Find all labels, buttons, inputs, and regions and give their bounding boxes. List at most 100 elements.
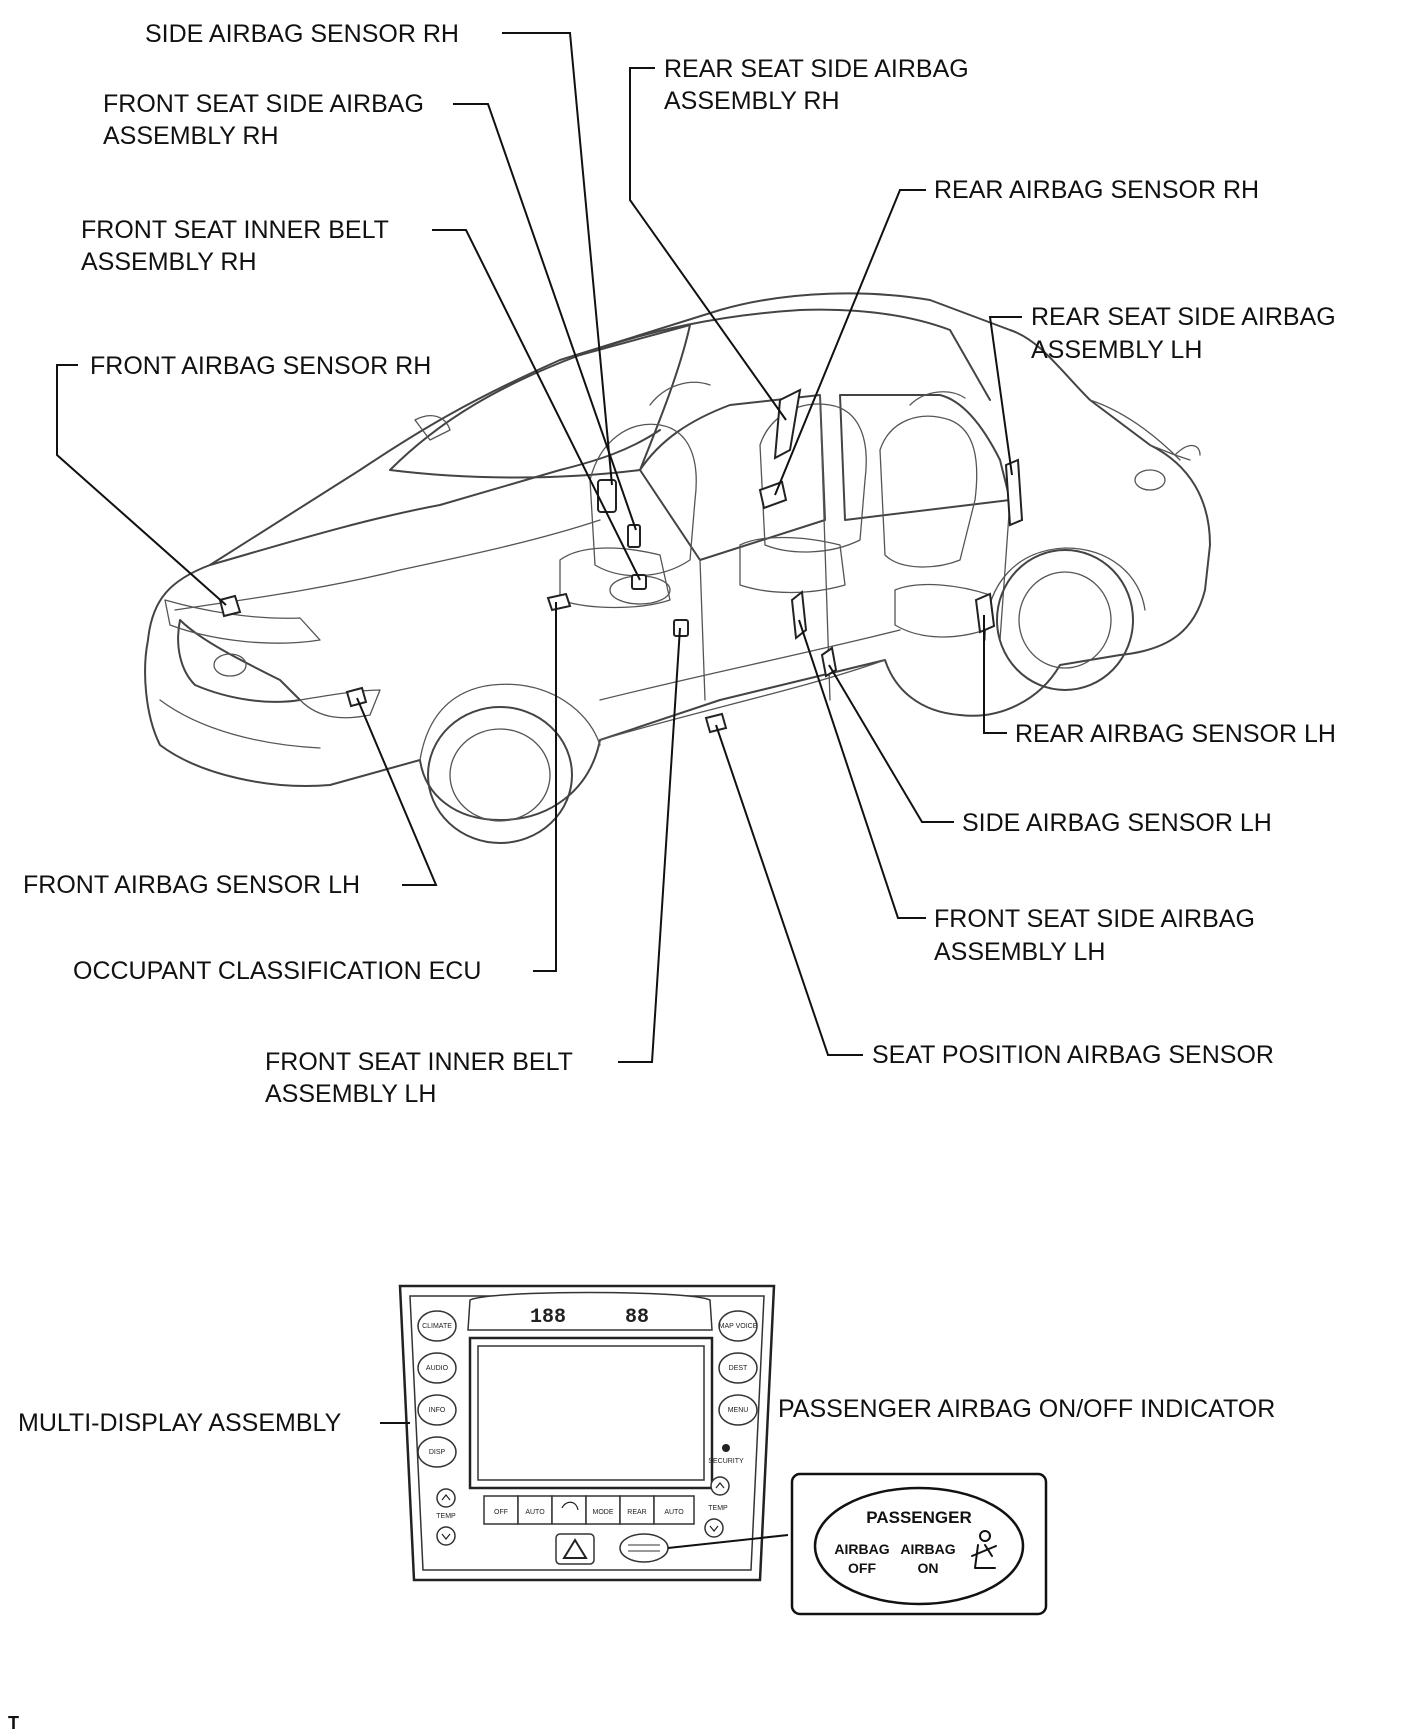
car-roof <box>579 308 991 401</box>
part-side-airbag-sensor-rh <box>597 479 617 513</box>
multi-display-assembly: 188 88 CLIMATE AUDIO INFO DISP TEMP MAP … <box>398 1284 776 1582</box>
leader-side-airbag-sensor-rh <box>502 32 613 486</box>
hazard-icon <box>562 1538 588 1559</box>
label-front-airbag-sensor-rh: FRONT AIRBAG SENSOR RH <box>90 352 431 380</box>
label-passenger-airbag-indicator: PASSENGER AIRBAG ON/OFF INDICATOR <box>778 1395 1275 1423</box>
panel-top-display <box>467 1291 713 1331</box>
leader-front-seat-inner-belt-rh <box>432 229 641 581</box>
part-front-airbag-sensor-rh <box>218 594 242 618</box>
panel-passenger-indicator-small <box>619 1533 669 1563</box>
part-seat-position-airbag-sensor <box>704 712 728 734</box>
button-audio-label: AUDIO <box>426 1365 449 1372</box>
part-rear-airbag-sensor-rh <box>758 480 788 510</box>
temp-down-right-icon <box>704 1518 724 1538</box>
callout-rear-seat-side-airbag-rh: REAR SEAT SIDE AIRBAG ASSEMBLY RH <box>629 55 976 421</box>
leader-front-seat-side-airbag-lh <box>798 619 926 919</box>
indicator-off-line2: OFF <box>848 1560 876 1576</box>
label-rear-seat-side-airbag-lh: REAR SEAT SIDE AIRBAG ASSEMBLY LH <box>1031 303 1343 364</box>
button-climate-label: CLIMATE <box>422 1323 452 1330</box>
leader-rear-airbag-sensor-lh <box>983 615 1007 734</box>
temp-up-left-icon <box>436 1488 456 1508</box>
car-windshield <box>389 324 691 479</box>
indicator-title: PASSENGER <box>866 1508 972 1527</box>
part-front-airbag-sensor-lh <box>345 686 368 708</box>
callout-front-seat-inner-belt-rh: FRONT SEAT INNER BELT ASSEMBLY RH <box>81 216 641 581</box>
button-disp-label: DISP <box>429 1449 446 1456</box>
car-illustration <box>144 292 1211 844</box>
indicator-oval <box>813 1486 1025 1606</box>
part-front-seat-side-airbag-rh <box>627 524 641 548</box>
callout-seat-position-airbag-sensor: SEAT POSITION AIRBAG SENSOR <box>715 724 1274 1069</box>
car-rear-door-window <box>839 394 1011 521</box>
label-rear-airbag-sensor-rh: REAR AIRBAG SENSOR RH <box>934 176 1259 204</box>
callout-front-seat-inner-belt-lh: FRONT SEAT INNER BELT ASSEMBLY LH <box>265 627 681 1108</box>
callout-passenger-airbag-indicator: PASSENGER AIRBAG ON/OFF INDICATOR PASSEN… <box>667 1395 1275 1616</box>
car-emblem <box>213 653 247 677</box>
leader-occupant-classification-ecu <box>533 602 557 972</box>
leader-seat-position-airbag-sensor <box>715 724 863 1056</box>
indicator-off-line1: AIRBAG <box>834 1541 889 1557</box>
svg-text:REAR: REAR <box>627 1509 646 1516</box>
car-rear-wheel <box>984 547 1146 691</box>
part-rear-airbag-sensor-lh <box>974 592 996 634</box>
label-seat-position-airbag-sensor: SEAT POSITION AIRBAG SENSOR <box>872 1041 1274 1069</box>
svg-text:OFF: OFF <box>494 1509 508 1516</box>
leader-side-airbag-sensor-lh <box>828 664 954 823</box>
svg-text:AUTO: AUTO <box>664 1509 684 1516</box>
callout-side-airbag-sensor-rh: SIDE AIRBAG SENSOR RH <box>145 20 613 486</box>
svg-text:AUTO: AUTO <box>525 1509 545 1516</box>
temp-down-left-icon <box>436 1526 456 1546</box>
callout-occupant-classification-ecu: OCCUPANT CLASSIFICATION ECU <box>73 602 557 985</box>
security-led-icon <box>722 1444 730 1452</box>
leader-front-seat-inner-belt-lh <box>618 627 681 1063</box>
security-label: SECURITY <box>708 1458 744 1465</box>
label-front-airbag-sensor-lh: FRONT AIRBAG SENSOR LH <box>23 871 360 899</box>
callout-rear-seat-side-airbag-lh: REAR SEAT SIDE AIRBAG ASSEMBLY LH <box>988 303 1343 476</box>
leader-front-airbag-sensor-rh <box>56 364 227 606</box>
panel-climate-buttons: OFF AUTO MODE REAR AUTO <box>483 1495 695 1525</box>
car-front-wheel <box>419 683 601 844</box>
label-rear-seat-side-airbag-rh: REAR SEAT SIDE AIRBAG ASSEMBLY RH <box>664 55 976 115</box>
part-front-seat-inner-belt-lh <box>673 619 689 637</box>
car-components <box>218 388 1024 734</box>
indicator-on-line1: AIRBAG <box>900 1541 955 1557</box>
panel-left-buttons: CLIMATE AUDIO INFO DISP TEMP <box>417 1310 457 1546</box>
car-hood <box>209 429 661 566</box>
svg-text:MODE: MODE <box>593 1509 614 1516</box>
callout-multi-display-assembly: MULTI-DISPLAY ASSEMBLY <box>18 1409 410 1437</box>
callout-front-airbag-sensor-lh: FRONT AIRBAG SENSOR LH <box>23 697 438 899</box>
temp-right-label: TEMP <box>708 1505 728 1512</box>
callout-front-seat-side-airbag-rh: FRONT SEAT SIDE AIRBAG ASSEMBLY RH <box>103 90 637 531</box>
label-side-airbag-sensor-lh: SIDE AIRBAG SENSOR LH <box>962 809 1272 837</box>
fan-icon <box>561 1501 579 1511</box>
button-map-voice-label: MAP VOICE <box>719 1323 758 1330</box>
footer-mark: T <box>8 1713 19 1733</box>
leader-rear-seat-side-airbag-rh <box>629 67 787 421</box>
callout-front-airbag-sensor-rh: FRONT AIRBAG SENSOR RH <box>56 352 431 606</box>
label-front-seat-side-airbag-lh: FRONT SEAT SIDE AIRBAG ASSEMBLY LH <box>934 905 1262 966</box>
part-occupant-classification-ecu <box>546 592 572 612</box>
car-grille <box>177 619 301 703</box>
part-front-seat-inner-belt-rh <box>631 574 647 590</box>
button-info-label: INFO <box>429 1407 446 1414</box>
label-rear-airbag-sensor-lh: REAR AIRBAG SENSOR LH <box>1015 720 1336 748</box>
button-dest-label: DEST <box>729 1365 748 1372</box>
temp-left-label: TEMP <box>436 1513 456 1520</box>
panel-display-right: 88 <box>625 1306 649 1329</box>
part-front-seat-side-airbag-lh <box>790 590 808 640</box>
leader-front-airbag-sensor-lh <box>356 697 438 886</box>
button-menu-label: MENU <box>728 1407 749 1414</box>
callout-front-seat-side-airbag-lh: FRONT SEAT SIDE AIRBAG ASSEMBLY LH <box>798 619 1262 966</box>
callout-rear-airbag-sensor-rh: REAR AIRBAG SENSOR RH <box>774 176 1259 496</box>
callout-rear-airbag-sensor-lh: REAR AIRBAG SENSOR LH <box>983 615 1336 748</box>
temp-up-right-icon <box>710 1476 730 1496</box>
label-front-seat-inner-belt-rh: FRONT SEAT INNER BELT ASSEMBLY RH <box>81 216 395 276</box>
panel-display-left: 188 <box>530 1306 566 1329</box>
part-rear-seat-side-airbag-rh <box>773 388 802 460</box>
leader-rear-airbag-sensor-rh <box>774 189 926 496</box>
leader-front-seat-side-airbag-rh <box>453 103 637 531</box>
car-front-door-window <box>639 394 826 561</box>
label-front-seat-inner-belt-lh: FRONT SEAT INNER BELT ASSEMBLY LH <box>265 1048 579 1108</box>
indicator-on-line2: ON <box>918 1560 939 1576</box>
